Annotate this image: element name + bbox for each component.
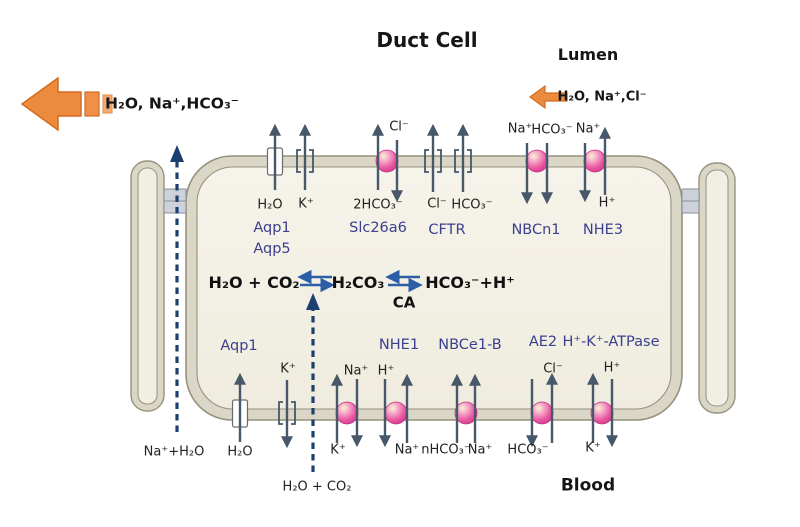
nbce1b-hco3-label: nHCO₃⁻ [421,442,471,458]
pump-na-label: Na⁺ [343,363,369,379]
equilibrium-arrow-2 [385,269,423,293]
ae2-hco3-label: HCO₃⁻ [507,442,549,458]
apical-h2o-label: H₂O [257,197,283,213]
tight-junction-left-icon [163,188,187,214]
duct-secretion-arrow-icon [20,76,113,132]
hk-k-label: K⁺ [585,440,601,456]
slc26a6-hco3-label: 2HCO₃⁻ [353,197,403,213]
reaction-products: HCO₃⁻+H⁺ [425,273,515,292]
paracellular-pathway-arrow [170,145,184,432]
diagram-title: Duct Cell [376,28,478,52]
neighbor-cell-right [698,162,736,414]
lumen-inflow-label: H₂O, Na⁺,Cl⁻ [557,89,647,105]
pump-k-label: K⁺ [330,442,346,458]
baso-h2o-label: H₂O [227,444,253,460]
neighbor-cell-left [130,160,165,412]
nhe1-na-label: Na⁺ [394,442,420,458]
na-k-pump-icon [335,401,359,425]
aqp5-apical-name: Aqp5 [253,240,291,257]
reaction-reactants: H₂O + CO₂ [208,273,300,292]
nbcn1-na-label: Na⁺ [507,121,533,137]
aqp1-baso-name: Aqp1 [220,337,258,354]
ae2-transporter-icon [530,401,554,425]
nhe1-h-label: H⁺ [377,363,395,379]
baso-k-in-label: K⁺ [280,361,296,377]
nhe3-h-label: H⁺ [598,195,616,211]
lumen-label: Lumen [557,45,619,64]
equilibrium-arrow-1 [297,269,335,293]
ae2-name: AE2 [528,333,558,350]
aqp1-apical-name: Aqp1 [253,219,291,236]
duct-secretion-label: H₂O, Na⁺,HCO₃⁻ [105,94,239,113]
hk-h-label: H⁺ [603,360,621,376]
apical-k-label: K⁺ [298,196,314,212]
slc26a6-name: Slc26a6 [349,219,407,236]
cftr-channel-icon-1 [424,149,442,173]
slc26a6-cl-label: Cl⁻ [389,119,409,135]
co2-entry-pathway-arrow [306,293,320,472]
cftr-cl-label: Cl⁻ [427,196,447,212]
cftr-name: CFTR [428,221,466,238]
baso-k-channel-icon [278,401,296,425]
nhe3-name: NHE3 [582,221,624,238]
slc26a6-transporter-icon [375,149,399,173]
nbce1b-na-label: Na⁺ [467,442,493,458]
cftr-hco3-label: HCO₃⁻ [451,197,493,213]
nbcn1-name: NBCn1 [511,221,561,238]
blood-label: Blood [560,475,616,496]
nhe3-transporter-icon [583,149,607,173]
duct-cell-body [185,155,683,421]
hk-atpase-icon [590,401,614,425]
nhe1-transporter-icon [384,401,408,425]
reaction-intermediate: H₂CO₃ [331,273,385,292]
hk-atpase-name: H⁺-K⁺-ATPase [562,333,660,350]
cftr-channel-icon-2 [454,149,472,173]
nbce1b-transporter-icon [454,401,478,425]
nbcn1-transporter-icon [525,149,549,173]
lumen-inflow-arrow-icon [528,84,568,110]
nhe1-name: NHE1 [378,336,420,353]
tight-junction-right-icon [681,188,700,214]
paracellular-label: Na⁺+H₂O [143,444,205,460]
ae2-cl-label: Cl⁻ [543,361,563,377]
reaction-enzyme: CA [392,293,416,312]
apical-k-channel-icon [296,149,314,173]
nbcn1-hco3-label: HCO₃⁻ [531,122,573,138]
nbce1b-name: NBCe1-B [438,336,502,353]
nhe3-na-label: Na⁺ [575,121,601,137]
co2-entry-label: H₂O + CO₂ [282,479,352,495]
